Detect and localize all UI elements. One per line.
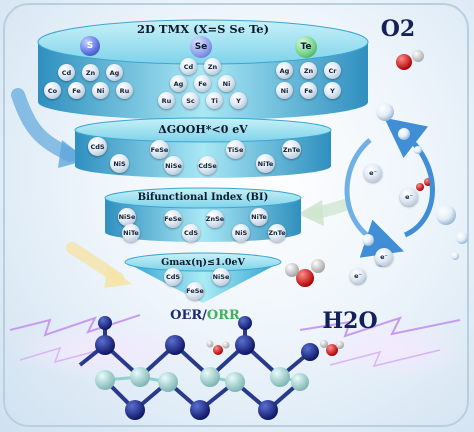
compound-chip: NiSe [118, 208, 136, 226]
compound-chip: FeSe [164, 210, 182, 228]
metal-chip: Ni [92, 82, 109, 99]
tier4-title: Gmax(η)≤1.0eV [161, 257, 245, 268]
metal-chip: Ag [170, 75, 187, 92]
compound-chip: CdS [164, 268, 182, 286]
water-molecule-small [320, 340, 344, 356]
lightning-right [299, 316, 461, 338]
compound-chip: ZnTe [282, 140, 301, 159]
metal-chip: Co [44, 82, 61, 99]
anion-sphere-s: S [80, 36, 100, 56]
orr-label: ORR [206, 308, 240, 323]
tier1-title: 2D TMX (X=S Se Te) [136, 22, 270, 36]
oer-label: OER [170, 308, 203, 323]
metal-chip: Cd [58, 64, 75, 81]
water-molecule-large [285, 259, 325, 287]
metal-chip: Ag [106, 64, 123, 81]
cycle-arrow-down [344, 138, 404, 258]
compound-chip: NiTe [250, 208, 268, 226]
compound-chip: CdS [182, 224, 200, 242]
o2-label: O2 [380, 16, 416, 42]
h2o-label: H2O [322, 308, 378, 334]
metal-chip: Fe [300, 82, 317, 99]
metal-chip: Cr [324, 62, 341, 79]
compound-chip: ZnSe [206, 210, 224, 228]
adsorbate-oh [206, 340, 230, 355]
output-label: OER/ORR [170, 308, 240, 323]
electron-chip: e⁻ [400, 188, 418, 206]
tier2-title: ΔGOOH*<0 eV [158, 123, 248, 136]
metal-chip: Zn [300, 62, 317, 79]
anion-sphere-te: Te [295, 36, 317, 58]
metal-chip: Ni [276, 82, 293, 99]
metal-chip: Fe [194, 75, 211, 92]
compound-chip: NiSe [212, 268, 230, 286]
metal-chip: Zn [204, 58, 221, 75]
metal-chip: Y [324, 82, 341, 99]
metal-chip: Y [230, 92, 247, 109]
rounded-frame [3, 3, 469, 427]
lightning-left [9, 314, 141, 337]
compound-chip: ZnTe [268, 224, 286, 242]
compound-chip: NiTe [256, 154, 275, 173]
compound-chip: TiSe [226, 140, 245, 159]
lattice-light-atoms [95, 367, 309, 392]
lattice-dark-atoms [95, 316, 319, 420]
metal-chip: Zn [82, 64, 99, 81]
compound-chip: NiTe [122, 224, 140, 242]
compound-chip: NiS [232, 224, 250, 242]
cycle-arrow-up [384, 117, 435, 238]
o2-molecule-large [396, 50, 424, 70]
metal-chip: Ti [206, 92, 223, 109]
compound-chip: NiSe [164, 156, 183, 175]
metal-chip: Ni [218, 75, 235, 92]
tier3-title: Bifunctional Index (BI) [137, 192, 269, 203]
anion-sphere-se: Se [190, 36, 212, 58]
metal-chip: Ag [276, 62, 293, 79]
compound-chip: CdS [88, 137, 107, 156]
metal-chip: Sc [182, 92, 199, 109]
metal-chip: Ru [158, 92, 175, 109]
electron-chip: e⁻ [375, 248, 393, 266]
metal-chip: Cd [180, 58, 197, 75]
compound-chip: FeSe [186, 282, 204, 300]
compound-chip: CdSe [198, 156, 217, 175]
electron-chip: e⁻ [364, 164, 382, 182]
metal-chip: Fe [68, 82, 85, 99]
compound-chip: FeSe [150, 140, 169, 159]
compound-chip: NiS [110, 154, 129, 173]
electron-chip: e⁻ [350, 268, 366, 284]
metal-chip: Ru [116, 82, 133, 99]
